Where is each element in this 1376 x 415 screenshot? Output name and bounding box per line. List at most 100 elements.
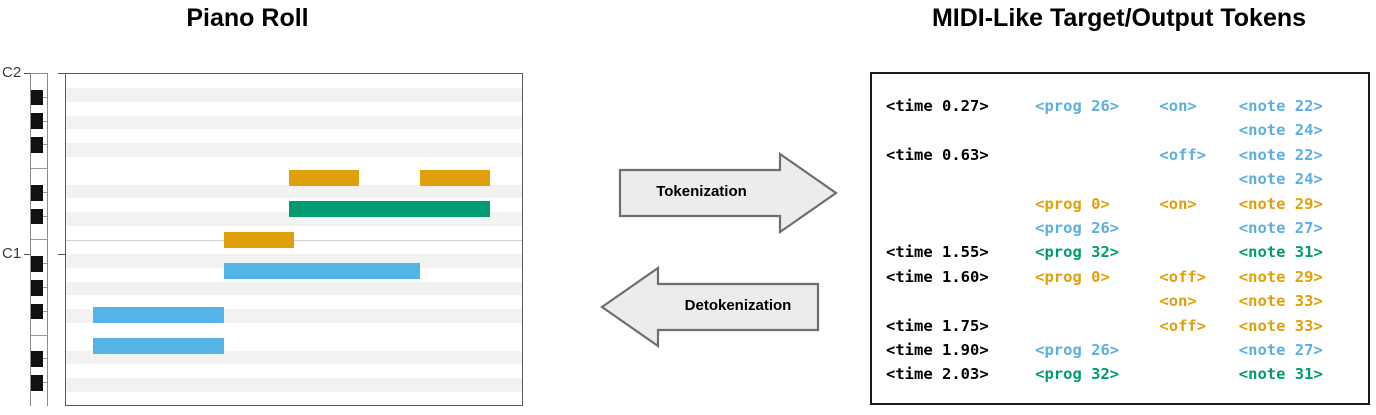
token-cell-note: <note 27>: [1238, 219, 1323, 238]
grid-row: [66, 365, 522, 379]
orange-note-3[interactable]: [224, 232, 294, 248]
token-cell-note: <note 33>: [1238, 316, 1323, 335]
token-cell-onoff: <on>: [1159, 194, 1197, 213]
token-row: <time 1.55> <prog 32> <note 31>: [886, 240, 1368, 264]
token-row: <time 1.75> <off> <note 33>: [886, 314, 1368, 338]
blue-note-3[interactable]: [93, 338, 224, 354]
tokenization-arrow-label: Tokenization: [656, 183, 747, 200]
token-cell-onoff: <on>: [1159, 97, 1197, 115]
page-title-midi-tokens: MIDI-Like Target/Output Tokens: [931, 4, 1307, 32]
token-cell-prog: <prog 32>: [1035, 243, 1120, 262]
token-cell-time: [886, 167, 1035, 191]
token-cell-time: <time 1.60>: [886, 267, 989, 286]
token-row: <time 0.63> <off> <note 22>: [886, 143, 1368, 167]
token-row: <time 1.60> <prog 0> <off> <note 29>: [886, 265, 1368, 289]
octave-tick: [24, 73, 32, 74]
piano-black-key[interactable]: [31, 113, 43, 130]
token-row: <prog 0> <on> <note 29>: [886, 192, 1368, 216]
piano-black-key[interactable]: [31, 89, 43, 106]
token-cell-prog: <prog 0>: [1035, 267, 1110, 286]
token-cell-onoff: [1159, 362, 1238, 386]
token-cell-time: <time 1.55>: [886, 243, 989, 262]
token-cell-prog: [1035, 314, 1159, 338]
token-cell-prog: <prog 0>: [1035, 194, 1110, 213]
token-cell-prog: <prog 26>: [1035, 219, 1120, 238]
token-cell-time: <time 0.63>: [886, 145, 989, 164]
token-cell-prog: [1035, 143, 1159, 167]
token-cell-onoff: [1159, 167, 1238, 191]
blue-note-1[interactable]: [224, 263, 420, 279]
token-cell-prog: [1035, 289, 1159, 313]
token-cell-note: <note 27>: [1238, 341, 1323, 360]
token-cell-note: <note 31>: [1238, 365, 1323, 384]
green-note-1[interactable]: [289, 201, 490, 217]
grid-row: [66, 281, 522, 296]
token-cell-note: <note 29>: [1238, 267, 1323, 286]
token-cell-note: <note 29>: [1238, 194, 1323, 213]
tokenization-arrow: Tokenization: [618, 151, 838, 239]
token-cell-onoff: <on>: [1159, 292, 1197, 311]
grid-row: [66, 74, 522, 88]
token-sequence-box[interactable]: <time 0.27><prog 26><on><note 22><note 2…: [870, 72, 1370, 405]
token-cell-prog: <prog 26>: [1035, 97, 1120, 115]
token-table: <time 0.27><prog 26><on><note 22><note 2…: [886, 94, 1368, 387]
grid-row: [66, 115, 522, 130]
token-cell-onoff: [1159, 338, 1238, 362]
token-cell-onoff: [1159, 216, 1238, 240]
piano-keyboard[interactable]: [30, 73, 48, 407]
token-row: <on> <note 33>: [886, 289, 1368, 313]
token-cell-time: <time 1.90>: [886, 341, 989, 360]
token-cell-note: <note 31>: [1238, 243, 1323, 262]
piano-black-key[interactable]: [31, 256, 43, 272]
piano-black-key[interactable]: [31, 351, 43, 368]
token-cell-note: <note 22>: [1238, 145, 1323, 164]
octave-tick: [24, 254, 32, 255]
token-cell-onoff: [1159, 240, 1238, 264]
piano-black-key[interactable]: [31, 303, 43, 320]
detokenization-arrow-label: Detokenization: [684, 297, 792, 314]
grid-row: [66, 157, 522, 171]
token-cell-note: <note 24>: [1238, 121, 1323, 140]
token-row: <time 0.27><prog 26><on><note 22>: [886, 94, 1368, 118]
token-cell-time: [886, 216, 1035, 240]
orange-note-1[interactable]: [289, 170, 359, 186]
token-cell-time: [886, 192, 1035, 216]
token-row: <note 24>: [886, 167, 1368, 191]
token-cell-onoff: [1159, 118, 1238, 142]
orange-note-2[interactable]: [420, 170, 490, 186]
piano-black-key[interactable]: [31, 375, 43, 391]
grid-row: [66, 143, 522, 157]
token-row: <time 1.90> <prog 26> <note 27>: [886, 338, 1368, 362]
token-cell-note: <note 22>: [1238, 97, 1323, 115]
grid-row: [66, 87, 522, 102]
octave-tick-grid: [58, 254, 66, 255]
blue-note-2[interactable]: [93, 307, 224, 323]
token-cell-onoff: <off>: [1159, 267, 1207, 286]
token-cell-note: <note 24>: [1238, 170, 1323, 189]
grid-row: [66, 240, 522, 254]
token-cell-prog: <prog 26>: [1035, 341, 1120, 360]
token-cell-prog: [1035, 118, 1159, 142]
grid-row: [66, 184, 522, 199]
token-cell-prog: <prog 32>: [1035, 365, 1120, 384]
token-cell-time: <time 1.75>: [886, 316, 989, 335]
octave-separator-line: [66, 240, 522, 241]
token-cell-onoff: <off>: [1159, 145, 1207, 164]
token-cell-note: <note 33>: [1238, 292, 1323, 311]
token-cell-time: [886, 118, 1035, 142]
piano-black-key[interactable]: [31, 137, 43, 153]
token-cell-onoff: <off>: [1159, 316, 1207, 335]
grid-row: [66, 129, 522, 143]
octave-label-c2: C2: [2, 64, 22, 81]
page-title-piano-roll: Piano Roll: [186, 4, 309, 32]
token-cell-time: [886, 289, 1035, 313]
piano-black-key[interactable]: [31, 279, 43, 296]
token-cell-time: <time 2.03>: [886, 365, 989, 384]
piano-black-key[interactable]: [31, 208, 43, 225]
octave-label-c1: C1: [2, 245, 22, 262]
piano-black-key[interactable]: [31, 184, 43, 201]
process-arrows: Tokenization Detokenization: [600, 140, 856, 360]
piano-roll-grid[interactable]: [65, 73, 523, 406]
grid-row: [66, 392, 522, 405]
